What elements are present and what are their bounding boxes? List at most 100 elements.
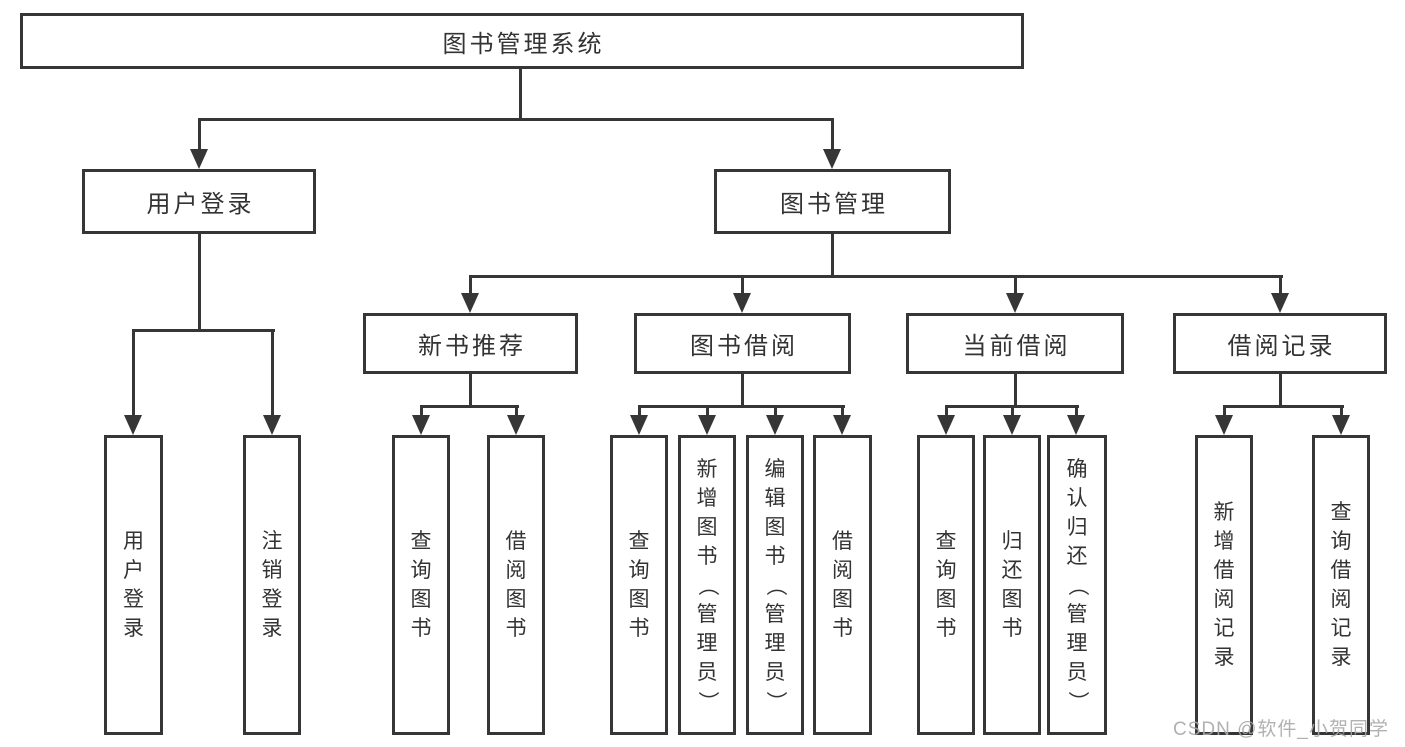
node-leaf-borrow-borrow-books: 借阅图书 [813, 435, 872, 735]
node-label-char: 查 [410, 530, 432, 553]
node-label: 新增借阅记录 [1214, 498, 1235, 672]
node-label-char: 借 [1330, 559, 1352, 582]
node-label-char: 图 [410, 588, 432, 611]
node-borrowing-records: 借阅记录 [1173, 313, 1387, 374]
node-label-char: 管 [764, 602, 786, 626]
node-label-char: 记 [1213, 617, 1235, 640]
node-label: 当前借阅 [962, 333, 1071, 360]
connector-arrow-stem [469, 275, 472, 303]
node-label-char: 录 [1330, 646, 1352, 669]
node-label-char: 认 [1066, 486, 1088, 510]
node-label-char: ） [695, 690, 719, 712]
node-root: 图书管理系统 [20, 13, 1024, 69]
node-label: 编辑图书（管理员） [764, 455, 787, 716]
node-label-char: 管 [1066, 602, 1088, 626]
node-leaf-records-add-record: 新增借阅记录 [1195, 435, 1253, 735]
node-label-char: 图 [628, 588, 650, 611]
connector-arrow-stem [741, 275, 744, 303]
connector-vline [1014, 374, 1017, 408]
node-label-char: 借 [832, 530, 853, 553]
arrowhead-down-icon [766, 415, 784, 435]
node-label-char: 借 [1213, 559, 1235, 582]
node-label: 查询图书 [411, 527, 432, 643]
arrowhead-down-icon [190, 149, 208, 169]
connector-hline [638, 405, 845, 408]
node-label-char: 图 [935, 588, 957, 611]
node-label-char: 阅 [1330, 588, 1352, 611]
node-label-char: 阅 [1213, 588, 1235, 611]
connector-hline [469, 275, 1283, 278]
node-label: 归还图书 [1002, 527, 1023, 643]
arrowhead-down-icon [507, 415, 525, 435]
node-label-char: 录 [261, 617, 283, 640]
arrowhead-down-icon [698, 415, 716, 435]
connector-hline [198, 118, 834, 121]
node-label: 用户登录 [123, 527, 144, 643]
node-label-char: 图 [1001, 588, 1023, 611]
node-label: 确认归还（管理员） [1066, 455, 1089, 716]
arrowhead-down-icon [1271, 293, 1289, 313]
node-new-book-recommend: 新书推荐 [363, 313, 578, 374]
connector-arrow-stem [831, 118, 834, 159]
node-label-char: ） [1065, 690, 1089, 712]
node-label-char: 书 [935, 617, 957, 640]
connector-arrow-stem [1279, 275, 1282, 303]
node-label-char: ） [763, 690, 787, 712]
node-label-char: 理 [1066, 631, 1088, 655]
node-root-label: 图书管理系统 [442, 30, 605, 58]
node-label: 注销登录 [262, 527, 283, 643]
arrowhead-down-icon [937, 415, 955, 435]
node-label-char: 增 [1213, 530, 1235, 553]
node-label-char: 管 [696, 602, 718, 626]
node-label: 查询图书 [629, 527, 650, 643]
node-label: 查询借阅记录 [1331, 498, 1352, 672]
arrowhead-down-icon [412, 415, 430, 435]
node-label-char: （ [1065, 574, 1089, 596]
connector-arrow-stem [198, 118, 201, 159]
node-label-char: 员 [1066, 660, 1088, 684]
node-label-char: 查 [628, 530, 650, 553]
arrowhead-down-icon [823, 149, 841, 169]
arrowhead-down-icon [833, 415, 851, 435]
node-label-char: 销 [261, 559, 283, 582]
node-label-char: 还 [1001, 559, 1023, 582]
node-leaf-user-login: 用户登录 [104, 435, 163, 735]
node-label-char: 户 [123, 559, 144, 582]
node-label-char: 图 [764, 515, 786, 539]
arrowhead-down-icon [630, 415, 648, 435]
node-label-char: 阅 [832, 559, 853, 582]
node-label-char: 登 [123, 588, 144, 611]
node-leaf-borrow-add-books-admin: 新增图书（管理员） [678, 435, 736, 735]
node-label-char: 确 [1066, 457, 1088, 481]
node-label-char: 书 [832, 617, 853, 640]
node-label-char: 归 [1001, 530, 1023, 553]
connector-vline [519, 69, 522, 121]
node-label-char: 图 [505, 588, 527, 611]
node-label-char: 询 [935, 559, 957, 582]
node-label: 新书推荐 [418, 333, 526, 360]
node-leaf-records-search-record: 查询借阅记录 [1312, 435, 1370, 735]
node-leaf-logout: 注销登录 [243, 435, 301, 735]
connector-arrow-stem [1014, 275, 1017, 303]
connector-vline [1279, 373, 1282, 408]
node-label: 借阅记录 [1227, 333, 1336, 360]
node-label-char: 录 [1213, 646, 1235, 669]
node-label-char: （ [695, 574, 719, 596]
arrowhead-down-icon [1215, 415, 1233, 435]
node-label-char: 归 [1066, 515, 1088, 539]
node-book-borrowing: 图书借阅 [634, 313, 851, 374]
node-label-char: 书 [696, 544, 718, 568]
node-label-char: 登 [261, 588, 283, 611]
node-label-char: 员 [764, 660, 786, 684]
node-label-char: 增 [696, 486, 718, 510]
node-label-char: 询 [410, 559, 432, 582]
node-label-char: 书 [628, 617, 650, 640]
connector-hline [1223, 405, 1344, 408]
connector-arrow-stem [132, 329, 135, 425]
node-label-char: 图 [696, 515, 718, 539]
node-label-char: 书 [764, 544, 786, 568]
node-label-char: 询 [1330, 530, 1352, 553]
node-leaf-current-confirm-return-admin: 确认归还（管理员） [1047, 435, 1107, 735]
node-label-char: 图 [832, 588, 853, 611]
connector-vline [831, 234, 834, 278]
